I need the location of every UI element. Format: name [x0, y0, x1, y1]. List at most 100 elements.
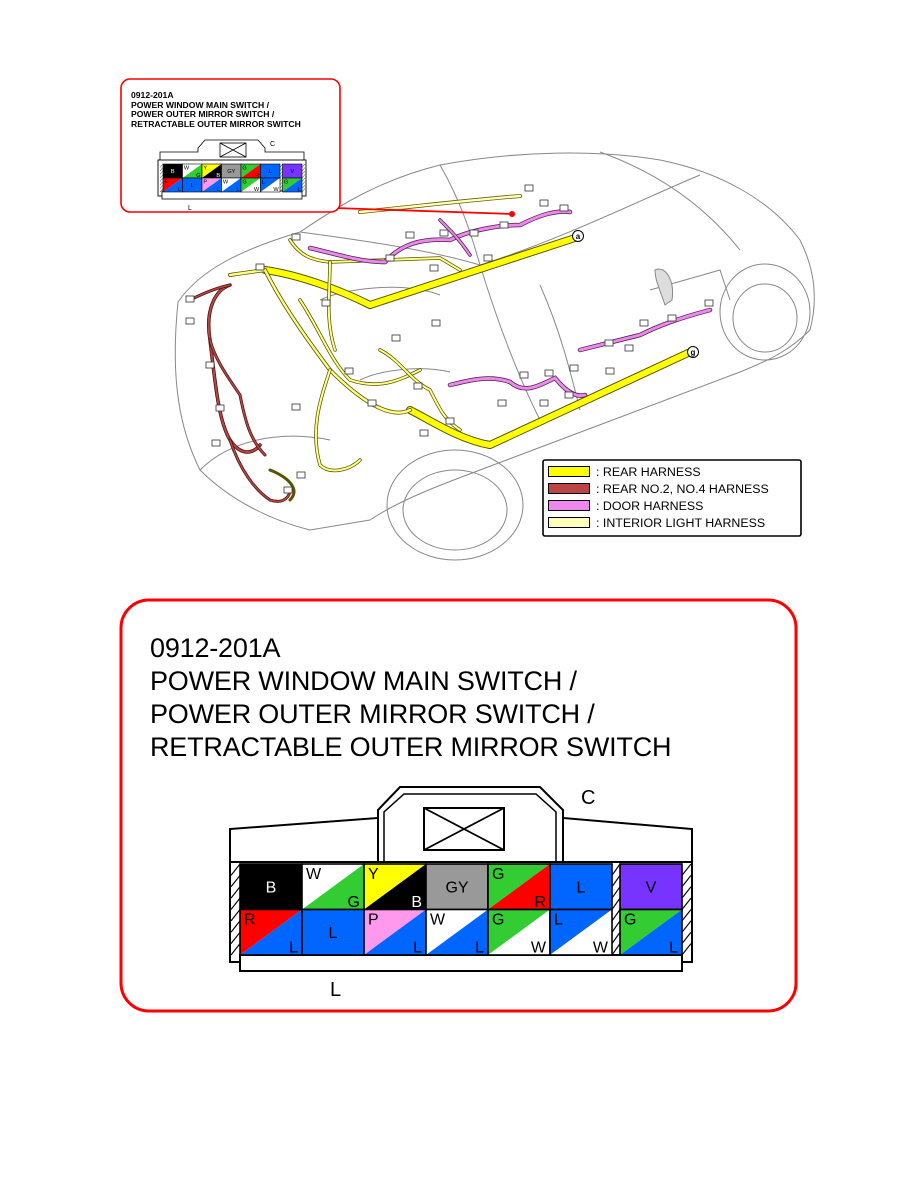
hatch-mark — [681, 886, 692, 899]
pin-cell: WG — [182, 163, 203, 179]
big-bottom-label: L — [330, 979, 341, 1001]
hatch-mark — [279, 167, 283, 172]
pin-color-label-stripe: G — [348, 894, 360, 911]
hatch-mark — [681, 931, 692, 944]
pin-color-label: L — [269, 169, 272, 175]
hatch-mark — [159, 184, 164, 189]
pin-cell: L — [182, 177, 203, 193]
pin-color-label-stripe: W — [273, 187, 279, 193]
hatch-mark — [301, 163, 306, 168]
small-title-line-2: POWER OUTER MIRROR SWITCH / — [131, 109, 275, 120]
pin-cell: PL — [363, 908, 427, 957]
pin-color-label-stripe: W — [254, 187, 260, 193]
pin-color-label-stripe: L — [475, 940, 484, 957]
title-line-2: POWER OUTER MIRROR SWITCH / — [150, 699, 595, 729]
hatch-mark — [159, 181, 164, 186]
pin-cell: LW — [260, 177, 281, 193]
pin-color-label-primary: G — [284, 179, 288, 185]
pin-color-label: L — [329, 925, 338, 942]
marker-g — [687, 346, 699, 358]
pin-cell: GR — [240, 163, 261, 179]
callout-line — [334, 207, 513, 215]
hatch-mark — [230, 909, 241, 922]
pin-color-label-primary: W — [184, 165, 190, 171]
small-connector-code: 0912-201A — [131, 90, 174, 100]
pin-color-label-primary: Y — [203, 165, 207, 171]
pin-cell: YB — [363, 863, 427, 911]
marker-a — [572, 230, 584, 242]
legend-swatch — [548, 500, 590, 511]
pin-cell: RL — [162, 177, 183, 193]
hatch-mark — [611, 931, 621, 944]
hatch-mark — [230, 886, 241, 899]
pin-color-label-primary: G — [492, 912, 504, 929]
hatch-mark — [230, 931, 241, 944]
hatch-mark — [681, 920, 692, 933]
pin-color-label-primary: P — [368, 912, 379, 929]
hatch-mark — [301, 177, 306, 182]
hatch-mark — [301, 188, 306, 193]
legend-label: : REAR HARNESS — [596, 464, 701, 479]
marker-g-label: g — [691, 348, 696, 357]
pin-color-label-primary: P — [203, 179, 207, 185]
pin-cell: L — [260, 163, 281, 179]
hatch-mark — [230, 897, 241, 910]
legend-box — [542, 459, 802, 537]
hatch-mark — [279, 188, 283, 193]
pin-color-label-stripe: R — [534, 894, 546, 911]
hatch-mark — [301, 181, 306, 186]
hatch-mark — [159, 177, 164, 182]
hatch-mark — [681, 875, 692, 888]
legend-swatch — [548, 466, 590, 477]
pin-cell: GW — [240, 177, 261, 193]
hatch-mark — [611, 886, 621, 899]
hatch-mark — [681, 863, 692, 876]
pin-color-label-primary: W — [223, 179, 229, 185]
pin-color-label-primary: R — [244, 912, 256, 929]
hatch-mark — [279, 163, 283, 168]
pin-color-label-stripe: L — [236, 187, 239, 193]
small-top-label: C — [270, 141, 275, 148]
legend-item-door-harness: : DOOR HARNESS — [548, 497, 703, 514]
hatch-mark — [230, 943, 241, 956]
small-title-line-3: RETRACTABLE OUTER MIRROR SWITCH — [131, 118, 301, 129]
pin-color-label-primary: G — [242, 165, 246, 171]
pin-cell: YB — [201, 163, 222, 179]
hatch-mark — [279, 184, 283, 189]
hatch-mark — [681, 909, 692, 922]
harness-connectors — [185, 184, 714, 494]
hatch-mark — [279, 177, 283, 182]
pin-color-label-stripe: L — [217, 187, 220, 193]
pin-color-label-primary: W — [430, 912, 446, 929]
pin-color-label-primary: L — [554, 912, 563, 929]
small-bottom-label: L — [188, 205, 192, 212]
pin-color-label: B — [266, 880, 277, 897]
hatch-mark — [611, 863, 621, 876]
pin-color-label-stripe: L — [289, 940, 298, 957]
legend-label: : REAR NO.2, NO.4 HARNESS — [596, 481, 769, 496]
hatch-mark — [279, 181, 283, 186]
pin-color-label-stripe: L — [669, 940, 678, 957]
hatch-mark — [159, 174, 164, 179]
legend-item-rear-no2-no4-harness: : REAR NO.2, NO.4 HARNESS — [548, 480, 769, 497]
pin-color-label-primary: G — [492, 866, 504, 883]
pin-color-label-primary: Y — [368, 866, 379, 883]
pin-cell: L — [549, 863, 613, 911]
pin-color-label: GY — [227, 169, 235, 175]
pin-color-label: V — [646, 880, 657, 897]
hatch-mark — [159, 163, 164, 168]
big-top-label: C — [581, 787, 595, 809]
pin-color-label: V — [290, 169, 294, 175]
pin-color-label: L — [191, 183, 194, 189]
hatch-mark — [279, 174, 283, 179]
pin-cell: GL — [282, 177, 303, 193]
pin-color-label-stripe: W — [531, 940, 547, 957]
pin-color-label-stripe: G — [196, 173, 200, 179]
pin-cell: V — [619, 863, 683, 911]
legend-label: : INTERIOR LIGHT HARNESS — [596, 515, 766, 530]
